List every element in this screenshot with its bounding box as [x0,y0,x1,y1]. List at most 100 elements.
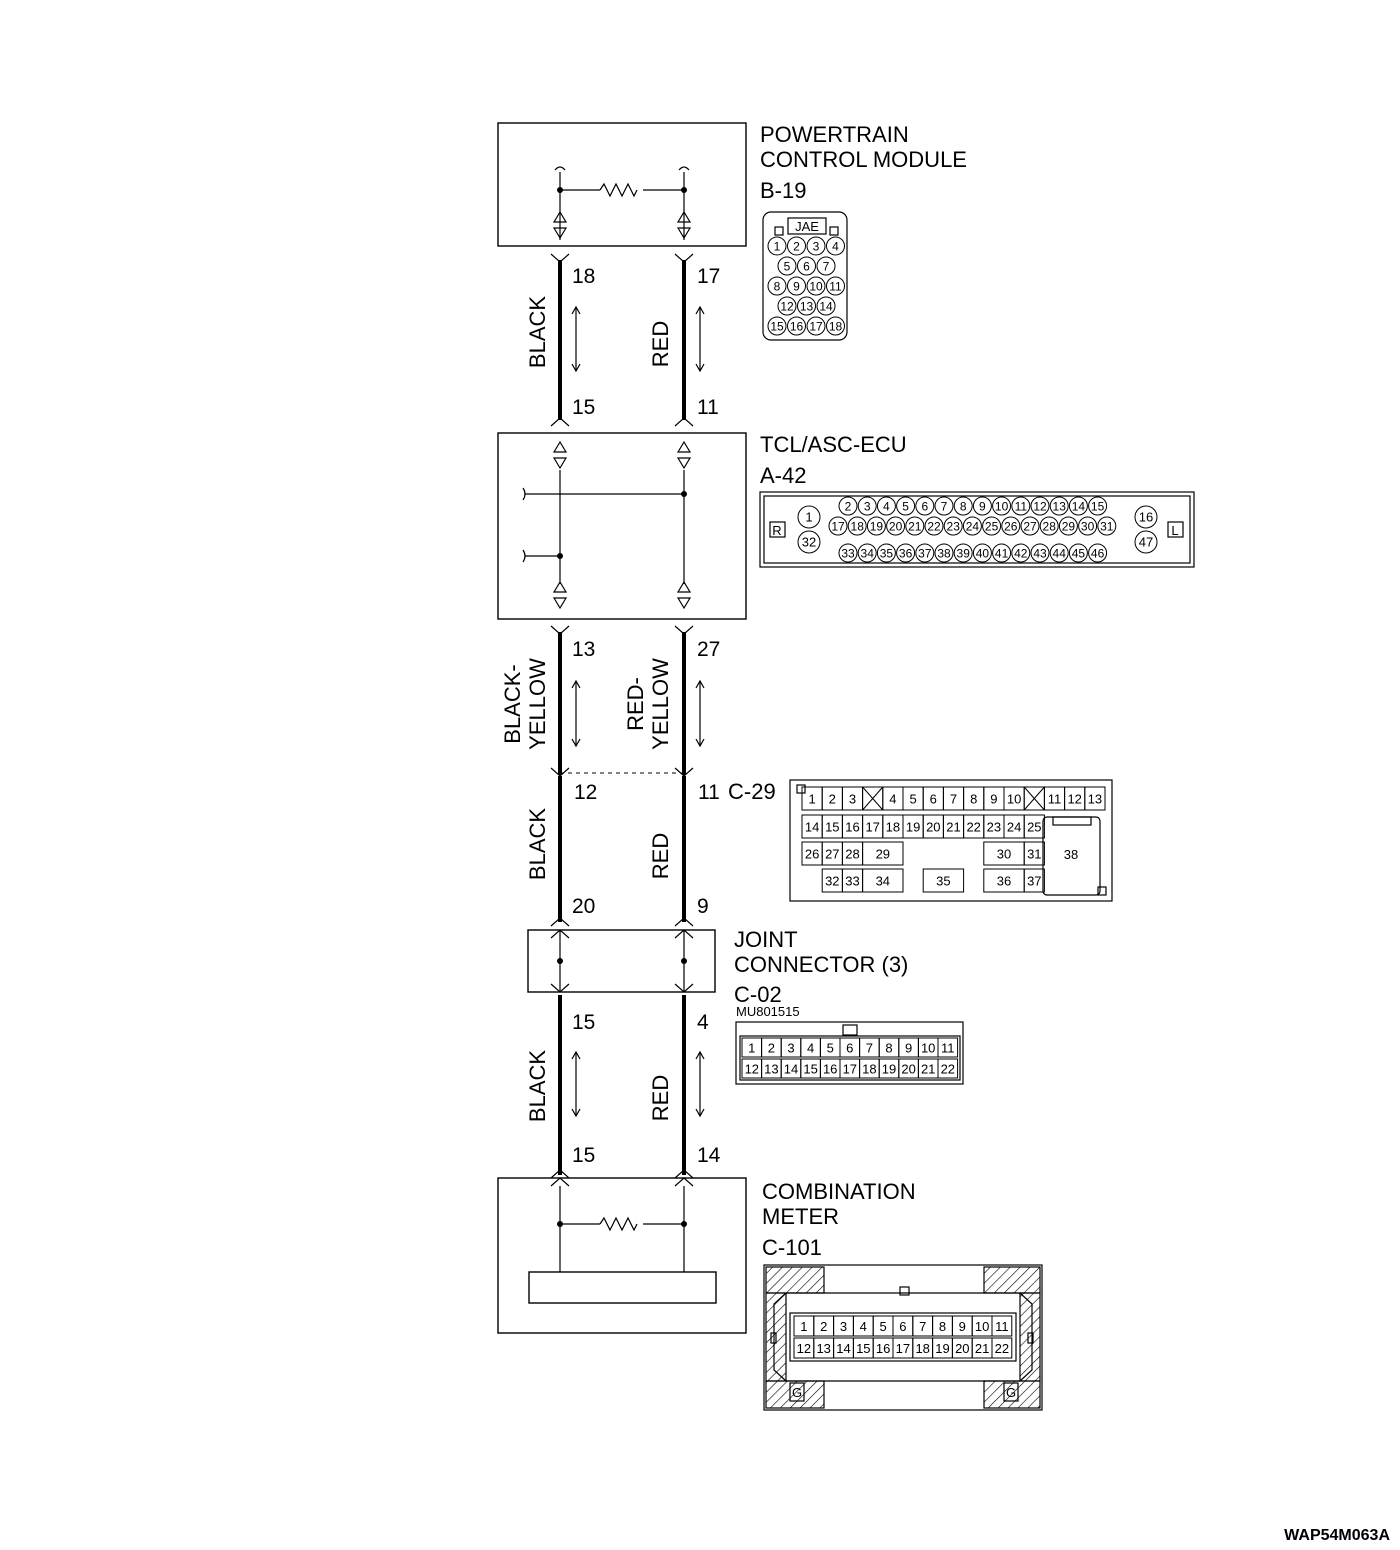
c29-pin: 15 [825,820,839,835]
a42-pin: 6 [921,500,928,514]
b19-pin: 1 [774,240,781,254]
a42-pin-outline [857,543,877,563]
a42-pin-outline [1049,543,1069,563]
c29-pin: 19 [906,820,920,835]
seg4-left-bottom-pin: 15 [572,1144,595,1167]
pcm-title-line1: POWERTRAIN [760,122,909,147]
a42-pin: 20 [889,520,903,534]
c02-pin-cell [937,1037,959,1058]
c29-blank-cross [1023,786,1045,811]
b19-pin-outline [787,236,806,256]
a42-pin: 15 [1091,500,1105,514]
c29-pin: 13 [1088,792,1102,807]
meter-title-line1: COMBINATION [762,1179,916,1204]
c29-pin: 2 [829,792,836,807]
a42-pin-outline [1020,516,1040,536]
b19-pin: 8 [774,280,781,294]
c101-pin: 4 [860,1319,867,1334]
a42-pin: 39 [957,547,971,561]
c101-pin: 14 [836,1341,850,1356]
a42-pin-outline [1097,516,1117,536]
seg4-right-top-pin: 4 [697,1011,709,1034]
tcl-title: TCL/ASC-ECU [760,432,907,457]
a42-pin: 21 [908,520,922,534]
joint-connector-id: C-02 [734,982,782,1007]
a42-pin-outline [1030,543,1050,563]
c29-pin: 36 [997,874,1011,889]
a42-pin-outline [857,496,877,516]
a42-pin-outline [847,516,867,536]
c29-pin: 17 [865,820,879,835]
c29-pin: 5 [909,792,916,807]
a42-pin-outline [962,516,982,536]
seg3-right-bottom-pin: 9 [697,895,709,918]
c02-pin: 20 [901,1062,915,1077]
c02-pin: 7 [866,1041,873,1056]
a42-pin-outline [992,496,1012,516]
c29-pin: 27 [825,847,839,862]
seg1-left-bottom-pin: 15 [572,396,595,419]
b19-pin: 11 [829,280,842,294]
seg2-left-top-pin: 13 [572,638,595,661]
c02-pin: 13 [764,1062,778,1077]
b19-pin-outline [826,236,845,256]
c101-pin: 3 [840,1319,847,1334]
a42-left-mark: R [772,523,781,538]
b19-pin-outline [797,296,816,316]
a42-pin: 44 [1053,547,1067,561]
c02-pin: 2 [768,1041,775,1056]
c29-pin: 33 [845,874,859,889]
a42-pin-outline [972,496,992,516]
c02-pin: 21 [921,1062,935,1077]
b19-pin: 10 [809,280,823,294]
seg1-left-top-pin: 18 [572,265,595,288]
c02-pin: 19 [882,1062,896,1077]
a42-pin-outline [972,543,992,563]
a42-pin: 31 [1100,520,1114,534]
c29-pin: 35 [936,874,950,889]
c29-pin: 24 [1007,820,1021,835]
c101-pin: 16 [876,1341,890,1356]
c02-pin: 15 [803,1062,817,1077]
seg3-right-top-pin: 11 [698,781,720,804]
c101-pin: 12 [797,1341,811,1356]
a42-pin: 11 [1015,500,1028,514]
b19-pin: 18 [829,320,843,334]
c29-pin-38: 38 [1064,847,1078,862]
a42-pin-outline [828,516,848,536]
b19-pin: 9 [793,280,800,294]
b19-pin: 15 [770,320,784,334]
c29-pin: 29 [876,847,890,862]
c101-pin: 13 [816,1341,830,1356]
b19-pin: 7 [823,260,830,274]
b19-pin: 2 [793,240,800,254]
c101-pin: 1 [800,1319,807,1334]
a42-pin: 43 [1033,547,1047,561]
b19-pin: 3 [813,240,820,254]
b19-pin: 6 [803,260,810,274]
a42-pin: 30 [1081,520,1095,534]
c101-pin: 15 [856,1341,870,1356]
a42-pin: 29 [1062,520,1076,534]
joint-connector [527,929,716,993]
a42-pin: 22 [927,520,941,534]
c101-pin-cell [991,1337,1013,1359]
c101-ground-mark-left: G [792,1385,802,1400]
c101-pin: 18 [915,1341,929,1356]
c29-pin: 31 [1027,847,1041,862]
b19-pin-outline [787,316,806,336]
b19-pin-outline [777,296,797,316]
b19-pin-outline [816,256,836,276]
joint-part-number: MU801515 [736,1004,800,1019]
b19-pin-outline [806,316,826,336]
c29-connector-id: C-29 [728,779,776,804]
seg2-right-wire-color-line1: RED- [623,677,648,731]
c02-pin: 9 [905,1041,912,1056]
a42-pin-outline [1068,496,1088,516]
c02-pin: 14 [784,1062,798,1077]
c29-pin: 22 [966,820,980,835]
a42-pin: 33 [841,547,855,561]
joint-title-line2: CONNECTOR (3) [734,952,908,977]
b19-pin-outline [767,236,787,256]
